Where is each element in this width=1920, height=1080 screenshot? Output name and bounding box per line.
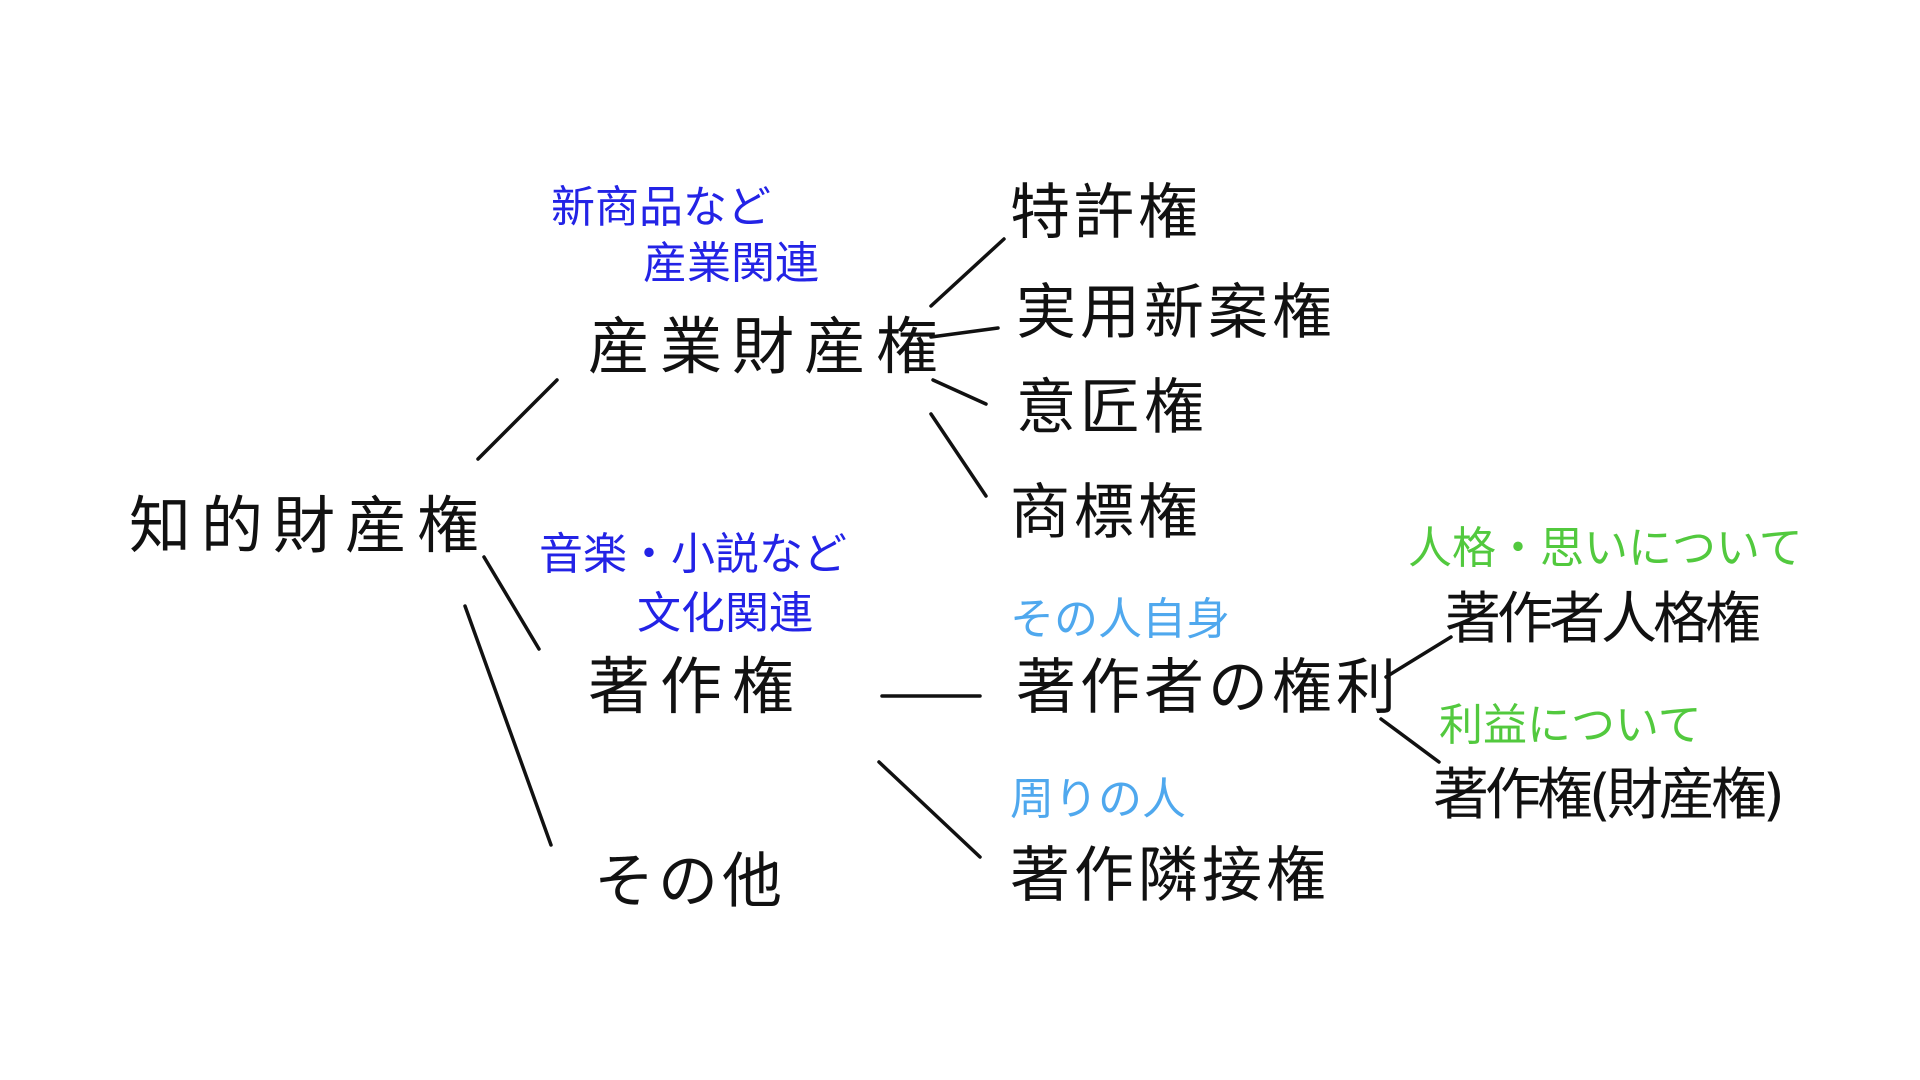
line-root-copyright xyxy=(482,555,541,651)
economic-rights-node: 著作権(財産権) xyxy=(1433,763,1785,828)
patent-node: 特許権 xyxy=(1010,178,1202,248)
line-author-moral xyxy=(1384,635,1453,679)
line-author-economic xyxy=(1379,717,1441,764)
trademark-node: 商標権 xyxy=(1010,478,1202,548)
moral-rights-note: 人格・思いについて xyxy=(1408,523,1803,574)
utility-model-node: 実用新案権 xyxy=(1016,278,1336,348)
copyright-node: 著作権 xyxy=(588,650,805,723)
industrial-note-1: 新商品など xyxy=(551,182,771,233)
other-node: その他 xyxy=(594,847,786,917)
copyright-note-1: 音楽・小説など xyxy=(539,529,847,580)
economic-rights-note: 利益について xyxy=(1439,700,1702,751)
root-node: 知的財産権 xyxy=(129,489,490,562)
line-industrial-design xyxy=(931,378,988,406)
line-industrial-patent xyxy=(929,237,1006,308)
line-copyright-neighboring xyxy=(877,760,982,859)
line-industrial-trademark xyxy=(929,412,988,498)
line-root-industrial xyxy=(476,378,559,461)
industrial-note-2: 産業関連 xyxy=(643,238,819,289)
line-root-other xyxy=(463,604,553,847)
author-rights-node: 著作者の権利 xyxy=(1016,653,1400,723)
line-industrial-utility xyxy=(929,326,1000,339)
design-node: 意匠権 xyxy=(1016,373,1208,443)
neighboring-note: 周りの人 xyxy=(1010,774,1186,825)
copyright-note-2: 文化関連 xyxy=(637,588,813,639)
industrial-node: 産業財産権 xyxy=(588,310,949,383)
neighboring-rights-node: 著作隣接権 xyxy=(1010,841,1330,911)
author-rights-note: その人自身 xyxy=(1010,594,1230,645)
moral-rights-node: 著作者人格権 xyxy=(1445,587,1761,652)
